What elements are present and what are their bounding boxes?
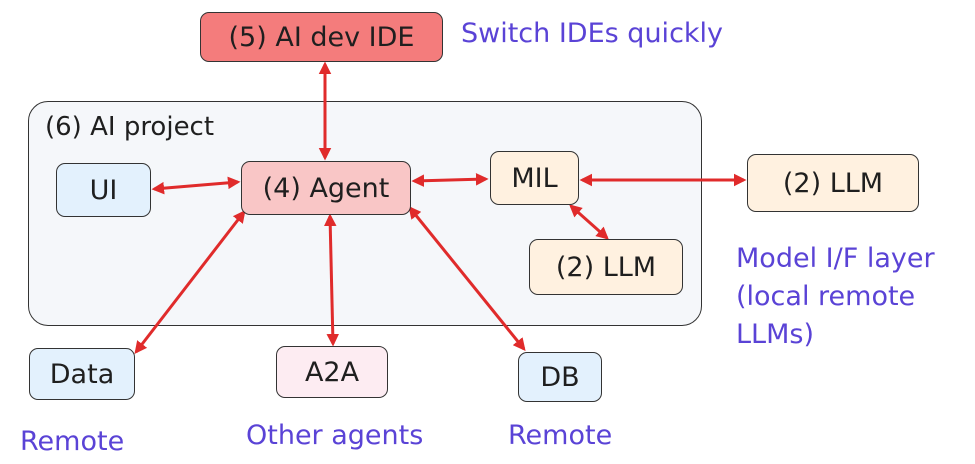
ui-node-label: UI <box>89 174 118 206</box>
mil-note-line3: LLMs) <box>736 319 814 350</box>
agent-node-label: (4) Agent <box>262 172 390 204</box>
agent-node: (4) Agent <box>241 161 411 215</box>
ide-node-label: (5) AI dev IDE <box>228 21 415 53</box>
mil-note-line2: (local remote <box>736 281 916 312</box>
data-node-label: Data <box>49 358 115 390</box>
edge-agent-data <box>134 210 246 354</box>
ide-note: Switch IDEs quickly <box>461 18 724 49</box>
mil-note-line1: Model I/F layer <box>736 243 935 274</box>
mil-node: MIL <box>490 151 579 205</box>
ide-node: (5) AI dev IDE <box>200 12 443 62</box>
ai-project-label: (6) AI project <box>45 112 215 142</box>
a2a-node-label: A2A <box>304 356 360 388</box>
llm-inner-node-label: (2) LLM <box>555 251 657 283</box>
a2a-note: Other agents <box>246 420 424 451</box>
llm-inner-node: (2) LLM <box>529 239 683 295</box>
data-node: Data <box>29 348 135 400</box>
db-node: DB <box>518 352 602 402</box>
edge-mil-llm-inner <box>569 204 609 240</box>
llm-outer-node-label: (2) LLM <box>782 167 884 199</box>
a2a-node: A2A <box>276 346 388 398</box>
edge-agent-a2a <box>323 213 340 347</box>
mil-node-label: MIL <box>511 162 558 194</box>
db-note: Remote <box>508 420 613 451</box>
ui-node: UI <box>56 163 151 217</box>
mil-note: Model I/F layer (local remote LLMs) <box>736 240 935 354</box>
db-node-label: DB <box>540 361 580 393</box>
edge-ui-agent <box>151 176 241 195</box>
data-note: Remote <box>20 426 125 457</box>
edge-agent-mil <box>411 172 489 188</box>
edge-agent-db <box>408 206 526 351</box>
llm-outer-node: (2) LLM <box>747 154 919 212</box>
